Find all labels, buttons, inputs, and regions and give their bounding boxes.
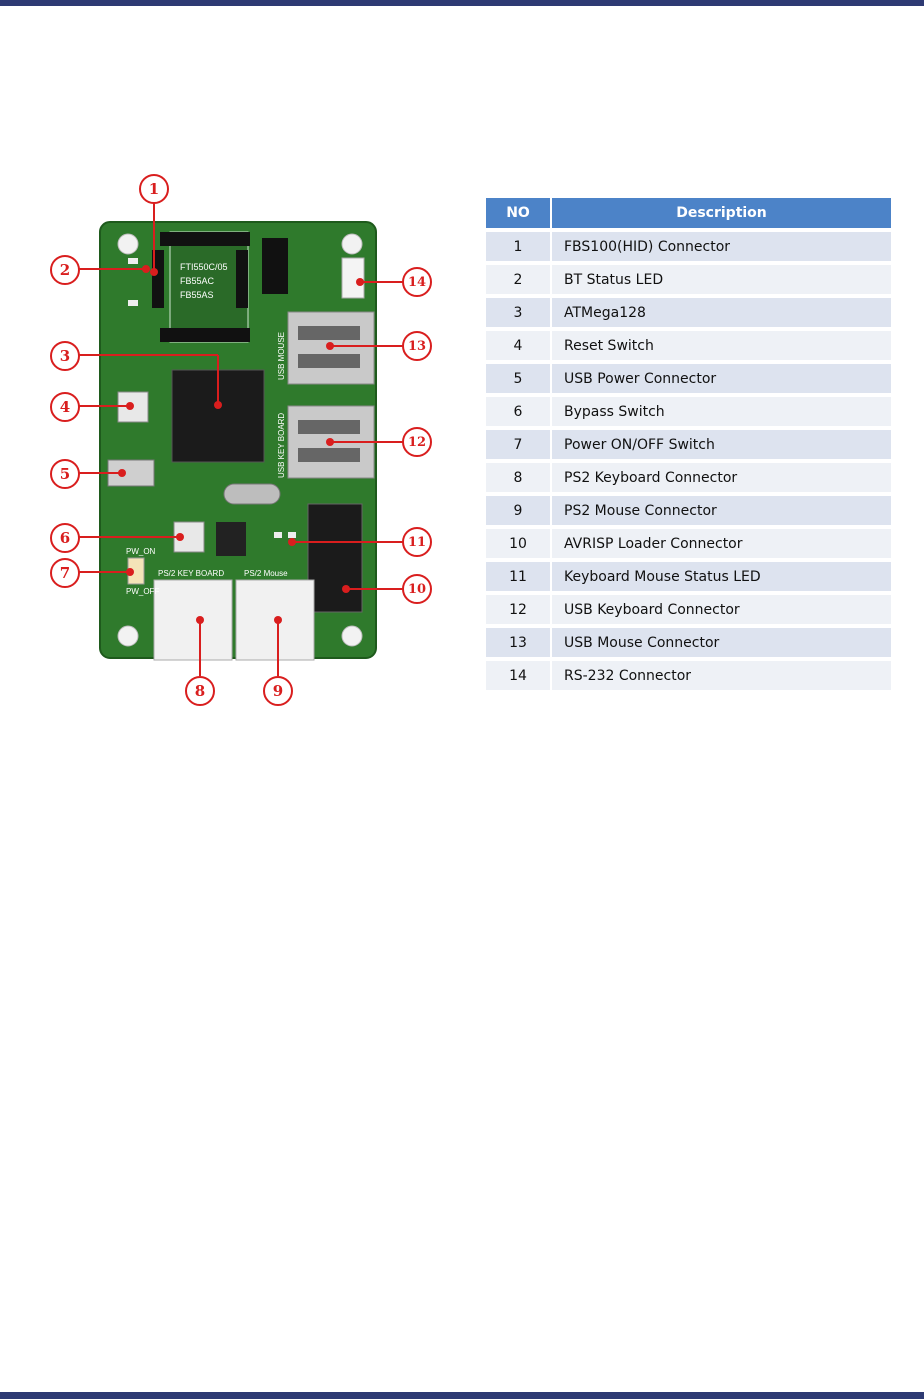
callout-8: 8 [185, 676, 215, 706]
row-no: 10 [486, 529, 550, 558]
row-no: 12 [486, 595, 550, 624]
row-no: 2 [486, 265, 550, 294]
silk-module-line3: FB55AS [180, 290, 214, 300]
row-description: Bypass Switch [550, 397, 891, 426]
silk-usb-mouse: USB MOUSE [277, 332, 286, 380]
silk-pw-off: PW_OFF [126, 587, 159, 596]
row-description: USB Power Connector [550, 364, 891, 393]
row-no: 9 [486, 496, 550, 525]
silk-usb-keyboard: USB KEY BOARD [277, 413, 286, 478]
callout-3: 3 [50, 341, 80, 371]
row-no: 3 [486, 298, 550, 327]
row-description: ATMega128 [550, 298, 891, 327]
row-description: BT Status LED [550, 265, 891, 294]
callout-5: 5 [50, 459, 80, 489]
bottom-rule [0, 1392, 924, 1399]
silk-module-line1: FTI550C/05 [180, 262, 228, 272]
row-description: Keyboard Mouse Status LED [550, 562, 891, 591]
header-description: Description [550, 198, 891, 228]
row-no: 6 [486, 397, 550, 426]
table-header-row: NO Description [486, 198, 891, 228]
silk-ps2-keyboard: PS/2 KEY BOARD [158, 569, 224, 578]
row-description: USB Keyboard Connector [550, 595, 891, 624]
row-no: 14 [486, 661, 550, 690]
row-description: Power ON/OFF Switch [550, 430, 891, 459]
row-description: Reset Switch [550, 331, 891, 360]
callout-11: 11 [402, 527, 432, 557]
callout-14: 14 [402, 267, 432, 297]
top-rule [0, 0, 924, 6]
callout-4: 4 [50, 392, 80, 422]
callout-10: 10 [402, 574, 432, 604]
row-description: AVRISP Loader Connector [550, 529, 891, 558]
callout-1: 1 [139, 174, 169, 204]
silk-ps2-mouse: PS/2 Mouse [244, 569, 288, 578]
header-no: NO [486, 198, 550, 228]
row-no: 8 [486, 463, 550, 492]
row-no: 1 [486, 232, 550, 261]
row-no: 11 [486, 562, 550, 591]
callout-9: 9 [263, 676, 293, 706]
row-no: 7 [486, 430, 550, 459]
silk-module-line2: FB55AC [180, 276, 215, 286]
row-description: FBS100(HID) Connector [550, 232, 891, 261]
callout-2: 2 [50, 255, 80, 285]
row-description: PS2 Mouse Connector [550, 496, 891, 525]
row-description: RS-232 Connector [550, 661, 891, 690]
board-figure: FTI550C/05 FB55AC FB55AS USB MOUSE USB K… [30, 160, 450, 720]
row-no: 13 [486, 628, 550, 657]
row-description: USB Mouse Connector [550, 628, 891, 657]
callout-7: 7 [50, 558, 80, 588]
row-description: PS2 Keyboard Connector [550, 463, 891, 492]
pcb-board-illustration: FTI550C/05 FB55AC FB55AS USB MOUSE USB K… [76, 200, 410, 676]
callout-12: 12 [402, 427, 432, 457]
callout-13: 13 [402, 331, 432, 361]
silk-pw-on: PW_ON [126, 547, 156, 556]
row-no: 4 [486, 331, 550, 360]
callout-6: 6 [50, 523, 80, 553]
row-no: 5 [486, 364, 550, 393]
